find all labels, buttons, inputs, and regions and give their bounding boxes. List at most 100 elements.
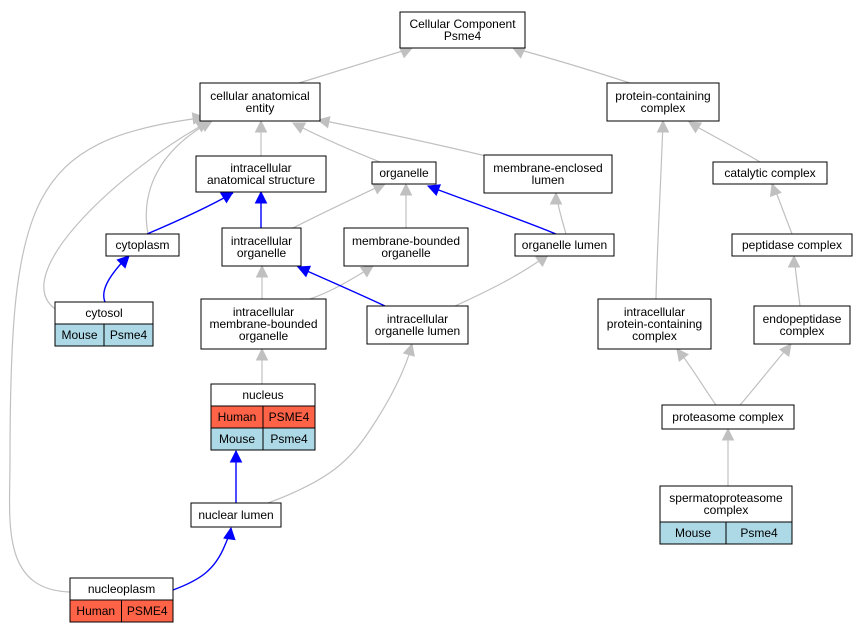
node-label-line: lumen: [532, 173, 565, 187]
node-title-box: [661, 404, 795, 430]
node-label-line: nuclear lumen: [198, 508, 273, 522]
node-title-box: [753, 305, 851, 345]
edge-membrane-enclosed-lumen-to-cellular-anatomical-entity: [316, 116, 491, 158]
arrowhead: [194, 120, 209, 133]
edges-layer: [8, 46, 801, 593]
edge-cytosol-to-cellular-anatomical-entity: [43, 120, 209, 313]
edge-proteasome-complex-to-intracellular-protein-containing-complex: [676, 348, 717, 406]
node-label-line: intracellular: [624, 305, 685, 319]
node-label-line: cytoplasm: [115, 238, 169, 252]
node-label-line: endopeptidase: [763, 312, 842, 326]
node-label-line: catalytic complex: [724, 166, 815, 180]
node-title-box: [221, 227, 302, 267]
arrowhead: [769, 182, 782, 197]
node-title-box: [399, 11, 526, 49]
edge-nuclear-lumen-to-intracellular-organelle-lumen: [267, 342, 415, 504]
gene-label: Psme4: [270, 432, 308, 446]
arrowhead: [254, 190, 268, 204]
arrowhead: [721, 427, 735, 441]
node-organelle[interactable]: organelle: [371, 161, 437, 185]
node-label-line: protein-containing: [615, 89, 710, 103]
node-label-line: complex: [632, 329, 677, 343]
species-label: Human: [76, 604, 115, 618]
node-organelle-lumen[interactable]: organelle lumen: [514, 233, 615, 257]
edge-nucleoplasm-to-nuclear-lumen: [172, 526, 236, 591]
arrowhead: [398, 46, 414, 59]
node-label-line: organelle: [239, 329, 289, 343]
edge-intracellular-anatomical-structure-to-cellular-anatomical-entity: [254, 119, 268, 156]
node-label-line: anatomical structure: [207, 173, 315, 187]
arrowhead: [399, 182, 413, 196]
arrowhead: [402, 342, 415, 357]
node-title-box: [514, 233, 615, 257]
arrowhead: [676, 348, 689, 362]
node-label-line: organelle lumen: [375, 324, 460, 338]
node-catalytic-complex[interactable]: catalytic complex: [712, 161, 828, 185]
edge-intracellular-organelle-to-intracellular-anatomical-structure: [254, 190, 268, 228]
node-label-line: protein-containing: [607, 317, 702, 331]
node-title-box: [343, 227, 469, 267]
node-label-line: organelle: [237, 246, 287, 260]
node-label-line: cytosol: [85, 306, 122, 320]
node-title-box: [199, 82, 321, 122]
gene-cell: [262, 427, 316, 451]
arrowhead: [254, 119, 268, 133]
node-label-line: complex: [780, 324, 825, 338]
edge-nuclear-lumen-to-nucleus: [229, 449, 243, 503]
edge-membrane-bounded-organelle-to-organelle: [399, 182, 413, 228]
node-nuclear-lumen[interactable]: nuclear lumen: [190, 502, 282, 528]
arrowhead: [291, 122, 307, 134]
arrowhead: [296, 265, 312, 278]
edge-organelle-lumen-to-membrane-enclosed-lumen: [549, 191, 567, 235]
node-title-box: [366, 305, 469, 345]
edge-intracellular-protein-containing-complex-to-protein-containing-complex: [655, 119, 670, 300]
node-label-line: proteasome complex: [672, 410, 783, 424]
arrowhead: [255, 347, 269, 361]
node-label-line: organelle: [381, 246, 431, 260]
node-peptidase-complex[interactable]: peptidase complex: [731, 233, 853, 257]
node-label-line: nucleoplasm: [88, 582, 155, 596]
node-label-line: intracellular: [233, 305, 294, 319]
arrowhead: [426, 184, 441, 197]
edge-endopeptidase-complex-to-peptidase-complex: [787, 254, 801, 307]
arrowhead: [255, 264, 269, 278]
node-title-box: [200, 298, 327, 350]
edge-proteasome-complex-to-endopeptidase-complex: [739, 343, 792, 406]
gene-cell: [725, 521, 793, 545]
node-title-box: [105, 233, 180, 257]
node-label-line: membrane-enclosed: [493, 161, 602, 175]
node-title-box: [659, 485, 793, 523]
gene-label: Psme4: [110, 328, 148, 342]
edge-intracellular-membrane-bounded-organelle-to-intracellular-organelle: [255, 264, 269, 299]
arrowhead: [656, 119, 670, 133]
gene-cell: [121, 599, 174, 623]
edge-peptidase-complex-to-catalytic-complex: [769, 182, 793, 235]
arrowhead: [688, 121, 703, 134]
edge-organelle-lumen-to-organelle: [426, 184, 557, 235]
node-label-line: membrane-bounded: [209, 317, 317, 331]
arrowhead: [371, 183, 387, 195]
node-proteasome-complex[interactable]: proteasome complex: [661, 404, 795, 430]
species-label: Mouse: [219, 432, 255, 446]
node-cytoplasm[interactable]: cytoplasm: [105, 233, 180, 257]
arrowhead: [779, 343, 792, 357]
node-label-line: Cellular Component: [409, 17, 516, 31]
arrowhead: [535, 254, 549, 267]
